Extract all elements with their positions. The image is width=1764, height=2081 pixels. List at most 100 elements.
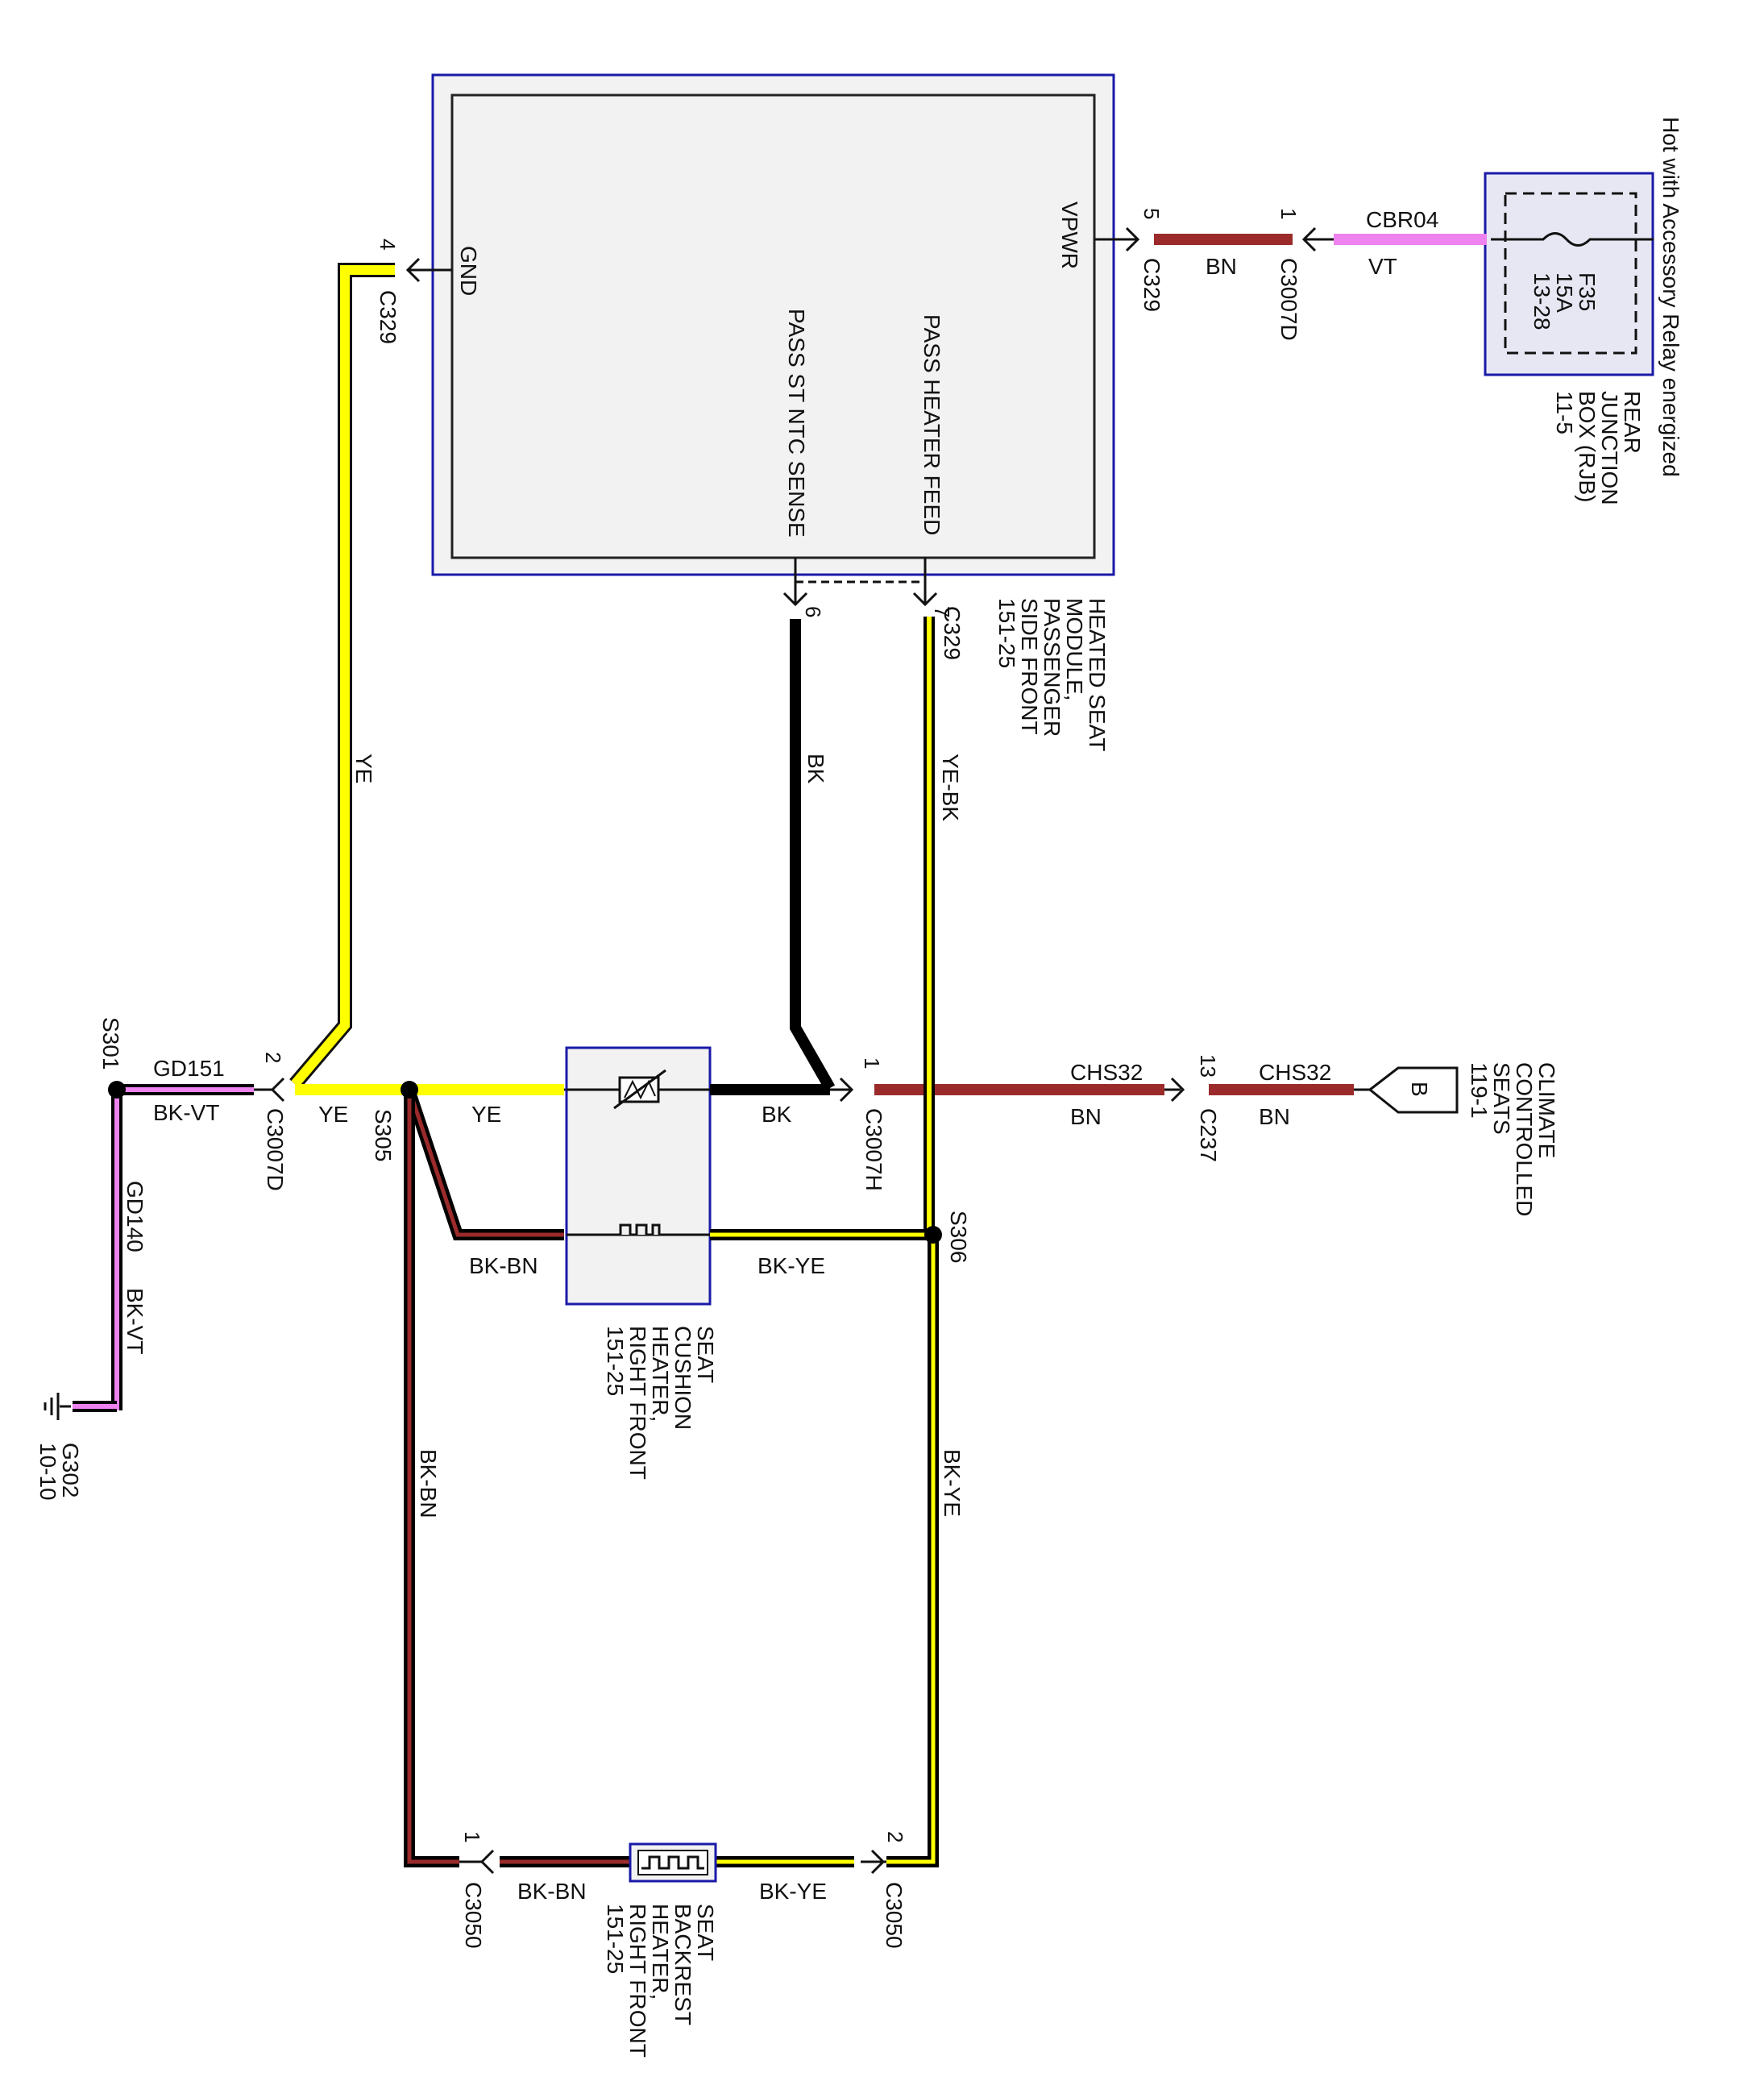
wire-color-label: BK-BN xyxy=(469,1253,538,1278)
backrest-heater-name: SEAT BACKREST HEATER, RIGHT FRONT 151-25 xyxy=(603,1904,718,2058)
pin-number: 6 xyxy=(801,606,825,617)
ntc-circuit: 6 BK xyxy=(782,558,836,1091)
pin-number: 1 xyxy=(1276,208,1301,219)
wire-color-label: BK-BN xyxy=(416,1449,441,1518)
wire-color-label: VT xyxy=(1368,254,1397,279)
pin-number: 2 xyxy=(883,1831,907,1842)
heated-seat-module: GND VPWR PASS ST NTC SENSE PASS HEATER F… xyxy=(431,73,1115,751)
circuit-label: GD140 xyxy=(122,1181,147,1252)
splice-dot xyxy=(108,1081,126,1099)
pin-number: 1 xyxy=(460,1831,484,1842)
svg-text:CUSHION: CUSHION xyxy=(670,1326,695,1430)
svg-text:SIDE FRONT: SIDE FRONT xyxy=(1017,598,1042,735)
bkye-circuit: S306 BK-YE BK-YE 2 C3050 BK-YE xyxy=(710,1211,971,1949)
svg-text:11-5: 11-5 xyxy=(1552,391,1577,434)
page-reference-flag-icon xyxy=(1368,1066,1459,1114)
wire-color-label: BK xyxy=(762,1102,792,1127)
climate-controlled-seats: B CLIMATE CONTROLLED SEATS 119-1 xyxy=(1368,1062,1559,1216)
wire-color-label: BK-BN xyxy=(517,1879,587,1904)
hot-note: Hot with Accessory Relay energized xyxy=(1658,117,1683,477)
heater-output-circuit: BK 1 C3007H CHS32 BN 13 C237 CHS32 BN xyxy=(710,1054,1370,1191)
splice-label: S305 xyxy=(371,1109,396,1161)
module-name: HEATED SEAT MODULE, PASSENGER SIDE FRONT… xyxy=(994,598,1110,751)
connector-name: C329 xyxy=(940,606,965,660)
climate-name: CLIMATE CONTROLLED SEATS 119-1 xyxy=(1467,1062,1559,1216)
svg-text:SEAT: SEAT xyxy=(693,1904,718,1961)
ground-name: G302 xyxy=(58,1443,83,1498)
splice-dot xyxy=(924,1226,942,1244)
svg-text:SEAT: SEAT xyxy=(693,1326,718,1383)
svg-text:HEATER,: HEATER, xyxy=(648,1904,673,2000)
connector-arrow-icon xyxy=(839,1077,854,1103)
fuse-label: F35 15A 13-28 xyxy=(1529,272,1600,330)
main-ground-line: GD151 BK-VT 2 C3007D YE YE xyxy=(117,1052,567,1191)
reference-letter: B xyxy=(1407,1082,1432,1097)
wire-color-label: BN xyxy=(1259,1104,1290,1129)
connector-arrow-icon xyxy=(1170,1077,1185,1103)
vpwr-circuit: 5 C329 1 C3007D BN CBR04 VT xyxy=(1094,207,1487,341)
circuit-label: CBR04 xyxy=(1366,207,1438,232)
svg-text:SEATS: SEATS xyxy=(1489,1062,1514,1135)
pin-number: 2 xyxy=(261,1052,285,1063)
heater-element-icon xyxy=(619,1223,661,1235)
connector-arrow-icon xyxy=(1125,226,1140,252)
wire-color-label: BK-YE xyxy=(759,1879,827,1904)
feed-circuit: 7 C329 YE-BK xyxy=(912,558,965,1233)
pin-number: 1 xyxy=(860,1057,884,1069)
pin-label-ntc: PASS ST NTC SENSE xyxy=(784,309,809,538)
gnd-circuit: 4 C329 YE xyxy=(289,239,452,1089)
circuit-label: CHS32 xyxy=(1070,1060,1143,1085)
pin-number: 4 xyxy=(376,239,400,250)
connector-arrow-icon xyxy=(782,592,808,607)
wire-color-label: BK-VT xyxy=(122,1288,147,1354)
ground-icon xyxy=(44,1393,71,1420)
svg-text:151-25: 151-25 xyxy=(603,1904,628,1974)
splice-label: S306 xyxy=(946,1211,971,1263)
wire-color-label: BK-VT xyxy=(153,1100,219,1125)
wire-color-label: BK-YE xyxy=(757,1253,825,1278)
svg-text:BOX (RJB): BOX (RJB) xyxy=(1575,391,1600,502)
connector-name: C3050 xyxy=(461,1882,486,1949)
wire-color-label: BN xyxy=(1206,254,1237,279)
wire-color-label: BK-YE xyxy=(940,1449,965,1517)
connector-name: C3050 xyxy=(882,1882,907,1949)
fuse-icon xyxy=(1491,232,1654,247)
seat-backrest-heater: SEAT BACKREST HEATER, RIGHT FRONT 151-25 xyxy=(603,1842,718,2058)
connector-name: C3007H xyxy=(861,1108,886,1191)
svg-text:151-25: 151-25 xyxy=(603,1326,628,1396)
cushion-heater-name: SEAT CUSHION HEATER, RIGHT FRONT 151-25 xyxy=(603,1326,718,1480)
circuit-label: CHS32 xyxy=(1259,1060,1331,1085)
svg-text:CLIMATE: CLIMATE xyxy=(1534,1062,1559,1158)
svg-text:HEATER,: HEATER, xyxy=(648,1326,673,1422)
svg-text:JUNCTION: JUNCTION xyxy=(1597,391,1622,505)
svg-text:15A: 15A xyxy=(1552,272,1577,313)
svg-text:HEATED SEAT: HEATED SEAT xyxy=(1085,598,1110,751)
svg-text:MODULE,: MODULE, xyxy=(1062,598,1087,701)
connector-arrow-icon xyxy=(270,1077,285,1103)
heater-element-icon xyxy=(641,1855,704,1870)
wire-color-label: YE-BK xyxy=(938,754,963,821)
svg-text:BACKREST: BACKREST xyxy=(670,1904,695,2025)
svg-text:CONTROLLED: CONTROLLED xyxy=(1512,1062,1537,1216)
pin-number: 13 xyxy=(1196,1054,1220,1078)
rjb-name: REAR JUNCTION BOX (RJB) 11-5 xyxy=(1552,391,1645,505)
bkbn-circuit: S305 BK-BN BK-BN 1 C3050 BK-BN xyxy=(371,1081,630,1949)
svg-text:RIGHT FRONT: RIGHT FRONT xyxy=(625,1326,650,1480)
wire-color-label: BN xyxy=(1070,1104,1102,1129)
circuit-label: GD151 xyxy=(153,1056,225,1081)
connector-name: C3007D xyxy=(1276,258,1301,341)
svg-text:PASSENGER: PASSENGER xyxy=(1040,598,1065,737)
seat-cushion-heater: SEAT CUSHION HEATER, RIGHT FRONT 151-25 xyxy=(565,1046,718,1480)
ground-branch: S301 GD140 BK-VT G302 10-10 xyxy=(35,1017,147,1501)
wire-color-label: BK xyxy=(803,754,828,784)
connector-arrow-icon xyxy=(912,592,938,607)
pin-number: 7 xyxy=(930,606,954,617)
splice-label: S301 xyxy=(98,1017,123,1070)
rear-junction-box: F35 15A 13-28 REAR JUNCTION BOX (RJB) 11… xyxy=(1484,117,1683,505)
connector-arrow-icon xyxy=(870,1849,886,1875)
ground-ref: 10-10 xyxy=(35,1443,60,1501)
wire-color-label: YE xyxy=(318,1102,348,1127)
pin-label-gnd: GND xyxy=(456,246,481,296)
splice-dot xyxy=(401,1081,418,1099)
